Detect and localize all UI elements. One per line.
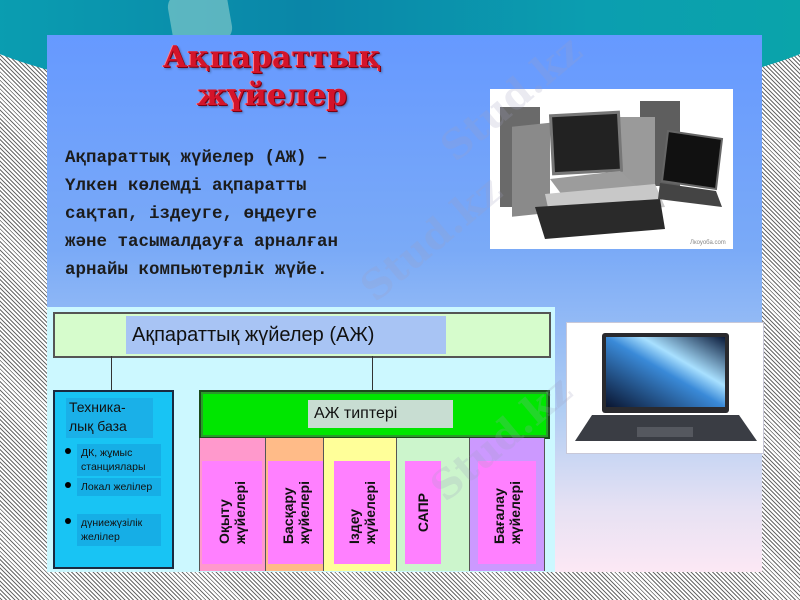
definition-line: Ақпараттық жүйелер (АЖ) – (65, 148, 328, 168)
type-column-label-bg: Іздеу жүйелері (334, 461, 390, 564)
technical-base-node: Техника- лық база ДК, жұмыс станциялары … (53, 390, 174, 569)
definition-line: сақтап, іздеуге, өңдеуге (65, 204, 318, 224)
type-column-management: Басқару жүйелері (265, 438, 324, 571)
image-caption: Лкоуоба.com (690, 240, 726, 246)
connector-line (111, 356, 112, 390)
type-column-label-bg: Басқару жүйелері (268, 461, 324, 564)
laptops-stack-icon: Лкоуоба.com (500, 101, 726, 246)
tech-base-item-text: Локал желілер (77, 478, 161, 496)
type-column-label: Іздеу жүйелері (346, 480, 378, 545)
bullet-icon (65, 518, 71, 524)
tech-base-item-text: ДК, жұмыс станциялары (77, 444, 161, 476)
type-column-label: САПР (415, 492, 431, 533)
ais-diagram: Ақпараттық жүйелер (АЖ) Техника- лық баз… (47, 307, 555, 572)
type-column-label: Бағалау жүйелері (491, 480, 523, 545)
technical-base-label: Техника- лық база (66, 398, 153, 438)
bullet-icon (65, 482, 71, 488)
type-column-label-bg: САПР (405, 461, 441, 564)
type-column-label: Басқару жүйелері (280, 480, 312, 545)
type-column-search: Іздеу жүйелері (323, 438, 397, 571)
type-column-label-bg: Оқыту жүйелері (202, 461, 262, 564)
connector-line (372, 356, 373, 390)
type-column-label: Оқыту жүйелері (216, 480, 248, 545)
definition-text: Ақпараттық жүйелер (АЖ) – Үлкен көлемді … (65, 144, 465, 284)
title-line-1: Ақпараттық (162, 40, 382, 75)
root-node-label: Ақпараттық жүйелер (АЖ) (126, 316, 446, 354)
tech-base-item-text: дүниежүзілік желілер (77, 514, 161, 546)
definition-line: Үлкен көлемді ақпаратты (65, 176, 307, 196)
ais-types-label: АЖ типтері (308, 400, 453, 428)
laptop-image (566, 322, 764, 454)
definition-line: арнайы компьютерлік жүйе. (65, 260, 328, 280)
slide: Ақпараттық жүйелер Ақпараттық жүйелер (А… (47, 26, 764, 572)
bullet-icon (65, 448, 71, 454)
type-column-cad: САПР (396, 438, 470, 571)
laptop-icon (575, 333, 757, 441)
type-column-evaluation: Бағалау жүйелері (469, 438, 545, 571)
definition-line: және тасымалдауға арналған (65, 232, 339, 252)
root-node: Ақпараттық жүйелер (АЖ) (53, 312, 551, 358)
title-line-2: жүйелер (196, 78, 348, 113)
type-column-label-bg: Бағалау жүйелері (478, 461, 536, 564)
slide-title: Ақпараттық жүйелер (142, 39, 402, 115)
type-column-learning: Оқыту жүйелері (199, 438, 266, 571)
laptops-stack-image: Лкоуоба.com (490, 89, 733, 249)
ais-types-node: АЖ типтері (199, 390, 550, 439)
